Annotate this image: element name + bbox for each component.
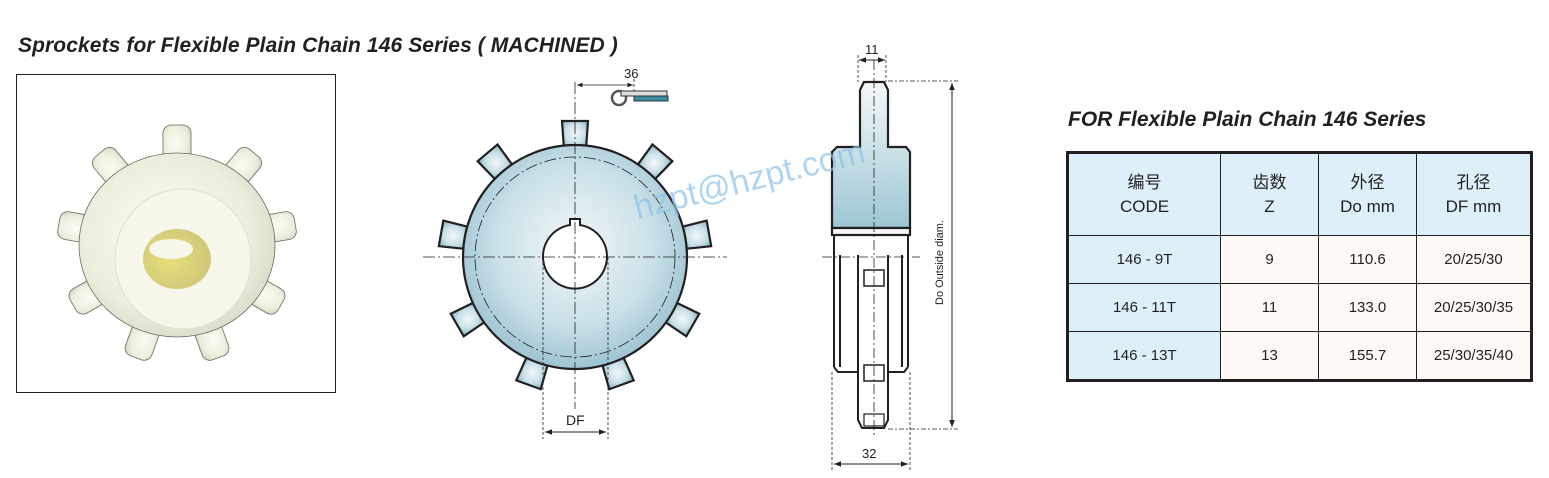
hub-width-dimension: 32 <box>862 446 877 461</box>
cell-code: 146 - 9T <box>1067 235 1221 284</box>
header-en: Do mm <box>1340 196 1395 216</box>
cell-outside-diameter: 155.7 <box>1318 331 1417 381</box>
table-row: 146 - 13T 13 155.7 25/30/35/40 <box>1067 331 1532 381</box>
table-header-row: 编号 CODE 齿数 Z 外径 Do mm 孔径 DF mm <box>1067 152 1532 236</box>
sprocket-front-view <box>423 79 727 439</box>
cell-code: 146 - 13T <box>1067 331 1221 381</box>
cell-teeth: 11 <box>1220 283 1319 332</box>
header-outside-diameter: 外径 Do mm <box>1318 152 1417 236</box>
header-zh: 孔径 <box>1456 172 1491 192</box>
header-en: CODE <box>1119 196 1170 216</box>
cell-bore: 20/25/30 <box>1416 235 1532 284</box>
cell-bore: 20/25/30/35 <box>1416 283 1532 332</box>
technical-drawing <box>423 55 958 470</box>
page-title: Sprockets for Flexible Plain Chain 146 S… <box>18 34 618 57</box>
header-bore-diameter: 孔径 DF mm <box>1416 152 1532 236</box>
cell-bore: 25/30/35/40 <box>1416 331 1532 381</box>
header-code: 编号 CODE <box>1067 152 1221 236</box>
bore-dimension-label: DF <box>566 412 585 428</box>
cell-teeth: 13 <box>1220 331 1319 381</box>
header-en: Z <box>1264 196 1275 216</box>
table-row: 146 - 9T 9 110.6 20/25/30 <box>1067 235 1532 284</box>
header-zh: 外径 <box>1350 172 1385 192</box>
table-title: FOR Flexible Plain Chain 146 Series <box>1068 108 1427 131</box>
outside-diameter-label: Do Outside diam. <box>934 220 946 305</box>
header-teeth: 齿数 Z <box>1220 152 1319 236</box>
sprocket-side-view <box>830 80 912 429</box>
white-nylon-sprocket-photo-icon <box>55 124 299 363</box>
product-photo <box>16 74 336 393</box>
header-en: DF mm <box>1445 196 1502 216</box>
cell-teeth: 9 <box>1220 235 1319 284</box>
header-zh: 编号 <box>1127 172 1162 192</box>
spec-table: 编号 CODE 齿数 Z 外径 Do mm 孔径 DF mm 146 - 9T 9 11… <box>1066 151 1533 382</box>
cell-outside-diameter: 110.6 <box>1318 235 1417 284</box>
cell-code: 146 - 11T <box>1067 283 1221 332</box>
pitch-dimension: 36 <box>624 66 639 81</box>
table-row: 146 - 11T 11 133.0 20/25/30/35 <box>1067 283 1532 332</box>
header-zh: 齿数 <box>1252 172 1287 192</box>
chain-link-icon <box>610 89 669 107</box>
tooth-width-dimension: 11 <box>865 42 879 57</box>
cell-outside-diameter: 133.0 <box>1318 283 1417 332</box>
